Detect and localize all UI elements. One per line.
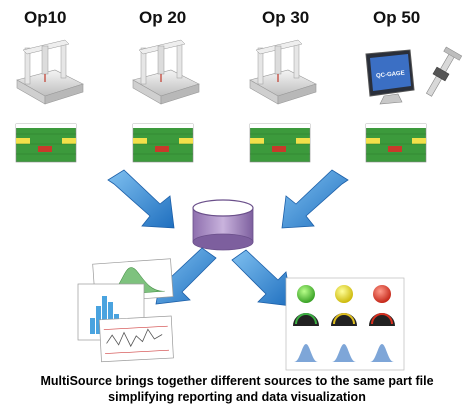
- op50-label: Op 50: [373, 8, 421, 27]
- cmm-machine-icon: [132, 39, 200, 105]
- spreadsheet-thumbnail: [15, 123, 77, 163]
- caption-line-1: MultiSource brings together different so…: [40, 374, 434, 388]
- input-arrow-right: [281, 169, 349, 229]
- qc-gage-screen-text: QC-GAGE: [376, 70, 405, 79]
- spreadsheet-thumbnail: [365, 123, 427, 163]
- input-arrow-left: [107, 169, 175, 229]
- cmm-machine-icon: [249, 39, 317, 105]
- database-cylinder-icon: [192, 199, 254, 251]
- chart-report-stack-icon: [77, 258, 174, 363]
- gauge-dashboard-icon: [285, 277, 405, 371]
- op10-label: Op10: [24, 8, 67, 27]
- op30-label: Op 30: [262, 8, 310, 27]
- qc-gage-monitor-and-caliper-icon: QC-GAGE: [365, 46, 463, 105]
- output-arrow-right: [231, 249, 293, 307]
- cmm-machine-icon: [16, 39, 84, 105]
- caption-line-2: simplifying reporting and data visualiza…: [108, 390, 366, 404]
- op20-label: Op 20: [139, 8, 187, 27]
- spreadsheet-thumbnail: [132, 123, 194, 163]
- spreadsheet-thumbnail: [249, 123, 311, 163]
